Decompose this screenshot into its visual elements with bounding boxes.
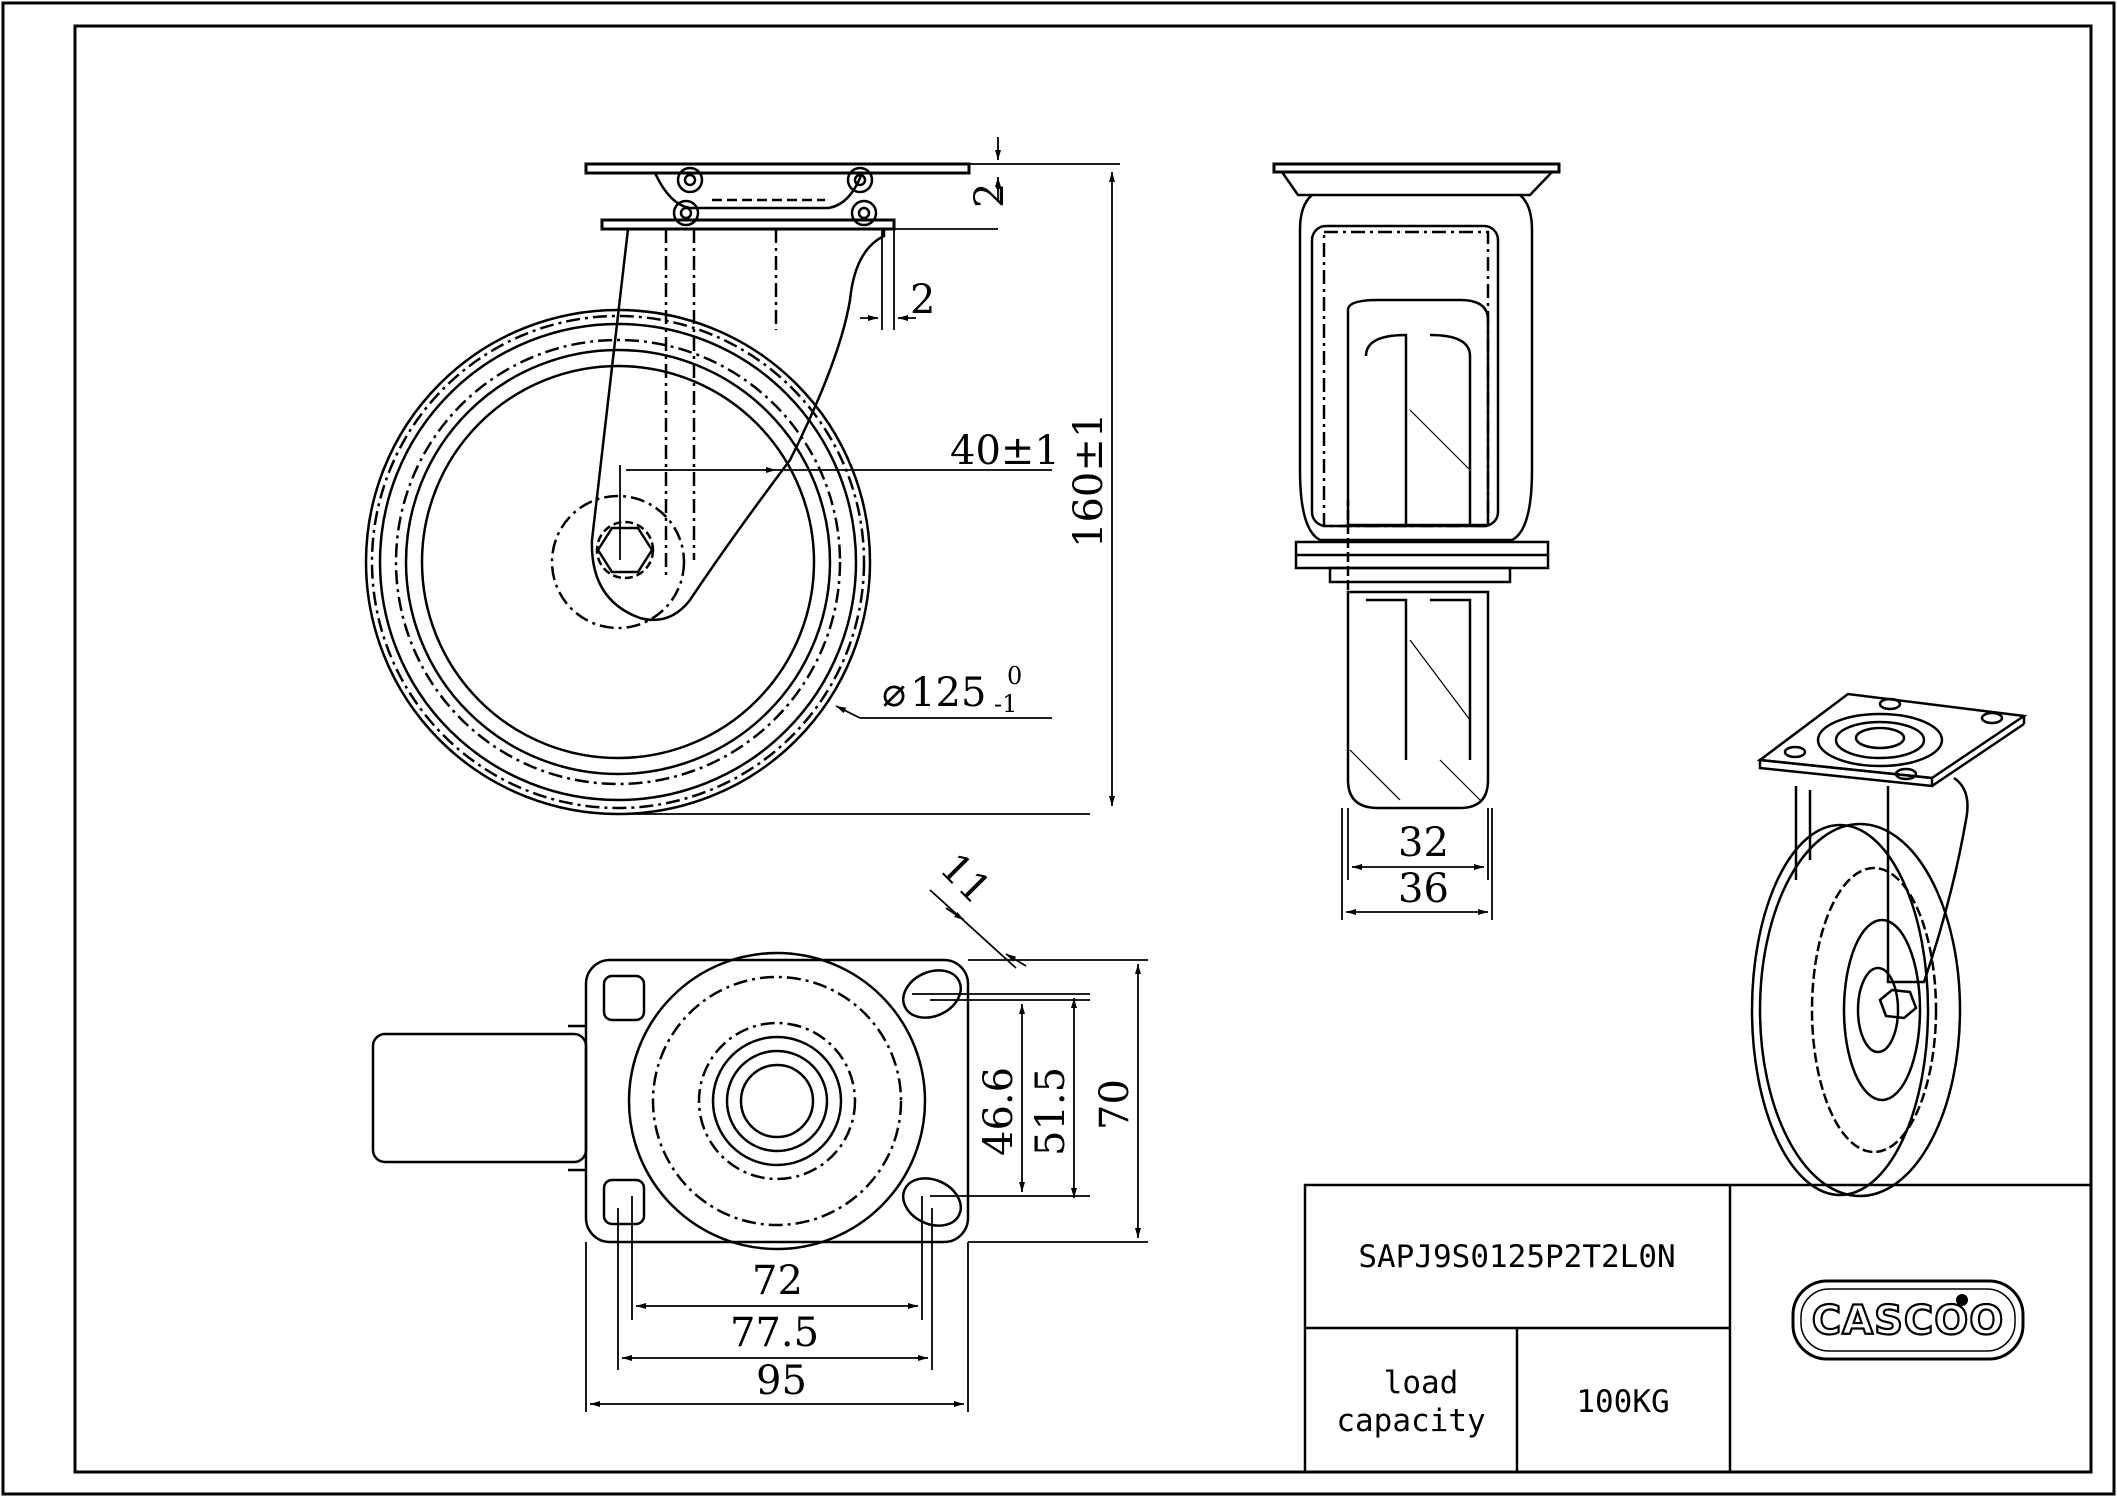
part-number: SAPJ9S0125P2T2L0N	[1358, 1239, 1675, 1275]
top-view	[371, 951, 970, 1251]
diameter-symbol: ⌀	[882, 670, 906, 716]
dim-plate-width: 95	[756, 1358, 807, 1404]
dim-swivel-offset: 40±1	[950, 428, 1060, 474]
dim-plate-thickness: 2	[967, 183, 1013, 208]
logo-arrow-icon	[1956, 1294, 1968, 1306]
load-capacity-label-line1: load	[1384, 1365, 1459, 1401]
dim-wheel-diameter-tol-upper: 0	[1007, 662, 1022, 690]
dim-wheel-width: 36	[1398, 866, 1449, 912]
front-section-view	[1272, 162, 1561, 810]
dim-overall-height: 160±1	[1066, 413, 1112, 548]
isometric-view	[1750, 692, 2028, 1198]
dim-hole-spacing-x-inner: 72	[752, 1258, 803, 1304]
dim-plate-height: 70	[1092, 1079, 1138, 1130]
dim-hole-spacing-y-inner: 46.6	[976, 1067, 1022, 1156]
dim-tread-width: 32	[1398, 820, 1449, 866]
inner-border	[73, 24, 2093, 1474]
side-view-dimensions	[619, 137, 1120, 815]
load-capacity-value: 100KG	[1576, 1384, 1669, 1420]
front-view-dimensions	[1341, 808, 1493, 920]
side-view	[364, 162, 971, 816]
dim-wheel-diameter: ⌀125	[882, 670, 986, 716]
dim-offset-gap: 2	[910, 277, 935, 323]
brand-logo: CASCOO	[1791, 1279, 2025, 1361]
top-view-dimensions	[585, 889, 1148, 1412]
title-block	[1303, 1183, 2093, 1474]
dim-bolt-hole: 11	[931, 845, 1000, 914]
dim-hole-spacing-y-outer: 51.5	[1028, 1067, 1074, 1156]
dim-hole-spacing-x-outer: 77.5	[730, 1310, 819, 1356]
brand-logo-text: CASCOO	[1812, 1298, 2004, 1344]
load-capacity-label-line2: capacity	[1336, 1403, 1485, 1439]
dim-wheel-diameter-tol-lower: -1	[994, 690, 1017, 718]
front-section-hatching	[1349, 409, 1481, 801]
